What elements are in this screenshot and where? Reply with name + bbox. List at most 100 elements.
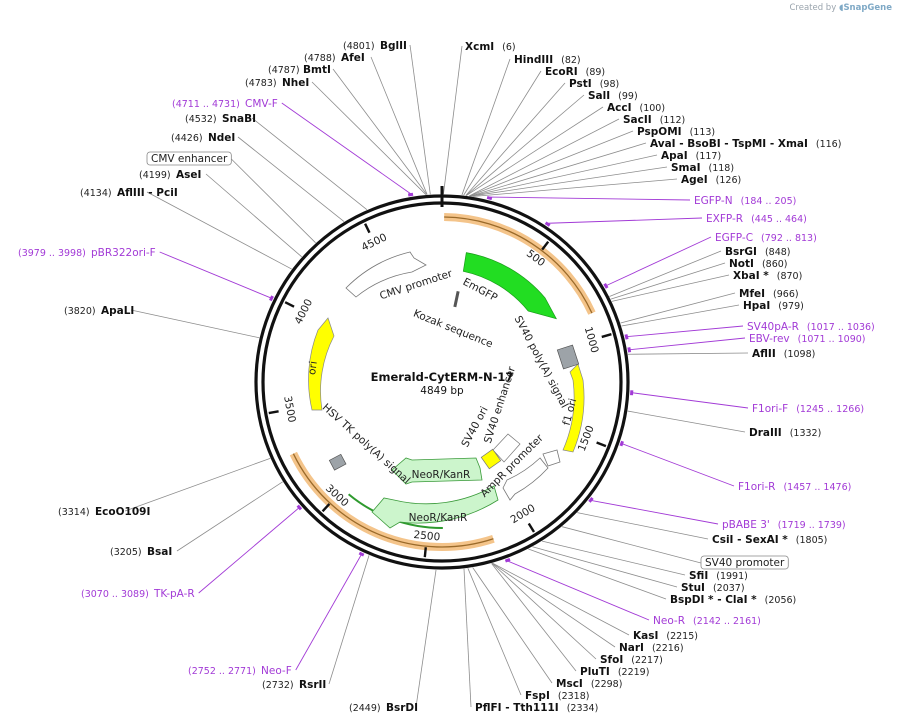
- feature-sv40-polya-block[interactable]: [556, 344, 580, 370]
- site-label-sfoi[interactable]: SfoI(2217): [600, 654, 663, 666]
- primer-label-neo-r[interactable]: Neo-R(2142 .. 2161): [653, 615, 761, 627]
- feature-emgfp-arrow[interactable]: [462, 252, 557, 320]
- site-label-xbai[interactable]: XbaI *(870): [733, 270, 802, 282]
- site-label-sali[interactable]: SalI(99): [588, 90, 638, 102]
- orf-neor-line[interactable]: [292, 453, 494, 548]
- primer-leader-line: [507, 560, 650, 621]
- site-label-nari[interactable]: NarI(2216): [619, 642, 684, 654]
- site-label-afei[interactable]: (4788)AfeI: [304, 52, 365, 64]
- feature-sv40-ori-block[interactable]: [480, 448, 502, 470]
- site-label-pspomi[interactable]: PspOMI(113): [637, 126, 715, 138]
- site-label-aflii[interactable]: AflII(1098): [752, 348, 815, 360]
- site-label-rsrii[interactable]: (2732)RsrII: [262, 679, 326, 691]
- primer-label-neo-f[interactable]: (2752 .. 2771)Neo-F: [188, 665, 292, 677]
- site-leader-line: [409, 44, 431, 195]
- site-leader-line: [463, 568, 472, 708]
- primer-label-pbabe-3[interactable]: pBABE 3'(1719 .. 1739): [722, 519, 846, 531]
- site-label-ecoo109i[interactable]: (3314)EcoO109I: [58, 506, 150, 518]
- feature-sv40-enhancer-block[interactable]: [492, 433, 521, 463]
- site-label-pluti[interactable]: PluTI(2219): [580, 666, 649, 678]
- site-label-bmti[interactable]: (4787)BmtI: [268, 64, 331, 76]
- tick-mark: [596, 441, 607, 448]
- site-leader-line: [443, 45, 463, 195]
- primer-name: Neo-R: [653, 615, 685, 627]
- feature-kozak-block[interactable]: [453, 290, 460, 308]
- site-position: (98): [600, 79, 620, 90]
- site-label-csii-sexai[interactable]: CsiI - SexAI *(1805): [712, 534, 827, 546]
- primer-name: EBV-rev: [749, 333, 790, 345]
- site-label-bglii[interactable]: (4801)BglII: [343, 40, 407, 52]
- site-label-asei[interactable]: (4199)AseI: [139, 169, 201, 181]
- site-label-hindiii[interactable]: HindIII(82): [514, 54, 581, 66]
- site-position: (113): [690, 127, 716, 138]
- primer-label-sv40pa-r[interactable]: SV40pA-R(1017 .. 1036): [747, 321, 875, 333]
- primer-label-pbr322ori-f[interactable]: (3979 .. 3998)pBR322ori-F: [18, 247, 156, 259]
- feature-label-neor-kanr: NeoR/KanR: [409, 512, 468, 524]
- site-label-apali[interactable]: (3820)ApaLI: [64, 305, 134, 317]
- site-label-bsrdi[interactable]: (2449)BsrDI: [349, 702, 418, 714]
- site-position: (2318): [558, 691, 590, 702]
- feature-small-arrow[interactable]: [542, 449, 561, 467]
- site-label-mfei[interactable]: MfeI(966): [739, 288, 799, 300]
- feature-cmv-promoter-arrow[interactable]: [345, 251, 427, 298]
- feature-hsv-tk-polya-block[interactable]: [328, 453, 347, 471]
- site-label-sacii[interactable]: SacII(112): [623, 114, 685, 126]
- primer-label-f1ori-f[interactable]: F1ori-F(1245 .. 1266): [752, 403, 864, 415]
- primer-position: (1245 .. 1266): [796, 404, 864, 415]
- site-position: (1098): [784, 349, 816, 360]
- feature-neor-outer-arrow[interactable]: [371, 485, 499, 529]
- site-leader-line: [491, 563, 577, 672]
- primer-label-cmv-f[interactable]: (4711 .. 4731)CMV-F: [172, 98, 278, 110]
- primer-label-exfp-r[interactable]: EXFP-R(445 .. 464): [706, 213, 807, 225]
- site-name: SacII: [623, 114, 652, 126]
- feature-neor-inner-arrow[interactable]: [391, 457, 483, 485]
- primer-label-egfp-n[interactable]: EGFP-N(184 .. 205): [694, 195, 796, 207]
- site-label-afliii-pcii[interactable]: (4134)AflIII - PciI: [80, 187, 178, 199]
- boxed-feature-cmv-enhancer[interactable]: CMV enhancer: [146, 151, 232, 166]
- site-name: NarI: [619, 642, 644, 654]
- site-leader-line: [627, 410, 746, 433]
- site-label-draiii[interactable]: DraIII(1332): [749, 427, 821, 439]
- site-leader-line: [465, 94, 585, 196]
- boxed-feature-sv40-promoter[interactable]: SV40 promoter: [700, 555, 789, 570]
- site-label-stui[interactable]: StuI(2037): [681, 582, 745, 594]
- primer-label-f1ori-r[interactable]: F1ori-R(1457 .. 1476): [738, 481, 851, 493]
- site-label-bsrgi[interactable]: BsrGI(848): [725, 246, 791, 258]
- site-label-fspi[interactable]: FspI(2318): [525, 690, 589, 702]
- site-label-msci[interactable]: MscI(2298): [556, 678, 622, 690]
- primer-leader-line: [606, 236, 712, 286]
- site-label-agei[interactable]: AgeI(126): [681, 174, 741, 186]
- boxed-feature-label: CMV enhancer: [151, 153, 228, 165]
- site-label-bsai[interactable]: (3205)BsaI: [110, 546, 172, 558]
- site-label-smai[interactable]: SmaI(118): [671, 162, 734, 174]
- site-leader-line: [577, 512, 709, 540]
- site-label-nhei[interactable]: (4783)NheI: [245, 77, 309, 89]
- site-label-ecori[interactable]: EcoRI(89): [545, 66, 605, 78]
- site-label-pflfi-tth111i[interactable]: PflFI - Tth111I(2334): [475, 702, 598, 714]
- primer-label-egfp-c[interactable]: EGFP-C(792 .. 813): [715, 232, 817, 244]
- site-position: (118): [709, 163, 735, 174]
- site-position: (126): [716, 175, 742, 186]
- site-label-hpai[interactable]: HpaI(979): [743, 300, 804, 312]
- primer-label-ebv-rev[interactable]: EBV-rev(1071 .. 1090): [749, 333, 866, 345]
- site-label-snabi[interactable]: (4532)SnaBI: [185, 113, 256, 125]
- site-label-noti[interactable]: NotI(860): [729, 258, 787, 270]
- feature-ori-arrow[interactable]: [308, 317, 335, 411]
- feature-label-ori: ori: [306, 360, 320, 375]
- site-label-acci[interactable]: AccI(100): [607, 102, 665, 114]
- primer-label-tk-pa-r[interactable]: (3070 .. 3089)TK-pA-R: [81, 588, 195, 600]
- feature-ampr-promoter-arrow[interactable]: [502, 457, 549, 501]
- site-label-sfii[interactable]: SfiI(1991): [689, 570, 748, 582]
- site-label-apai[interactable]: ApaI(117): [661, 150, 721, 162]
- primer-mark: [407, 192, 414, 197]
- site-label-avai-bsobi-tspmi-xmai[interactable]: AvaI - BsoBI - TspMI - XmaI(116): [650, 138, 841, 150]
- site-leader-line: [532, 546, 678, 588]
- feature-label-kozak-sequence: Kozak sequence: [411, 308, 494, 351]
- site-label-bspdi-clai[interactable]: BspDI * - ClaI *(2056): [670, 594, 796, 606]
- site-label-psti[interactable]: PstI(98): [569, 78, 619, 90]
- orf-emgfp-line[interactable]: [444, 216, 593, 314]
- site-leader-line: [176, 481, 283, 552]
- site-label-xcmi[interactable]: XcmI(6): [465, 41, 516, 53]
- site-label-ndei[interactable]: (4426)NdeI: [171, 132, 235, 144]
- site-label-kasi[interactable]: KasI(2215): [633, 630, 698, 642]
